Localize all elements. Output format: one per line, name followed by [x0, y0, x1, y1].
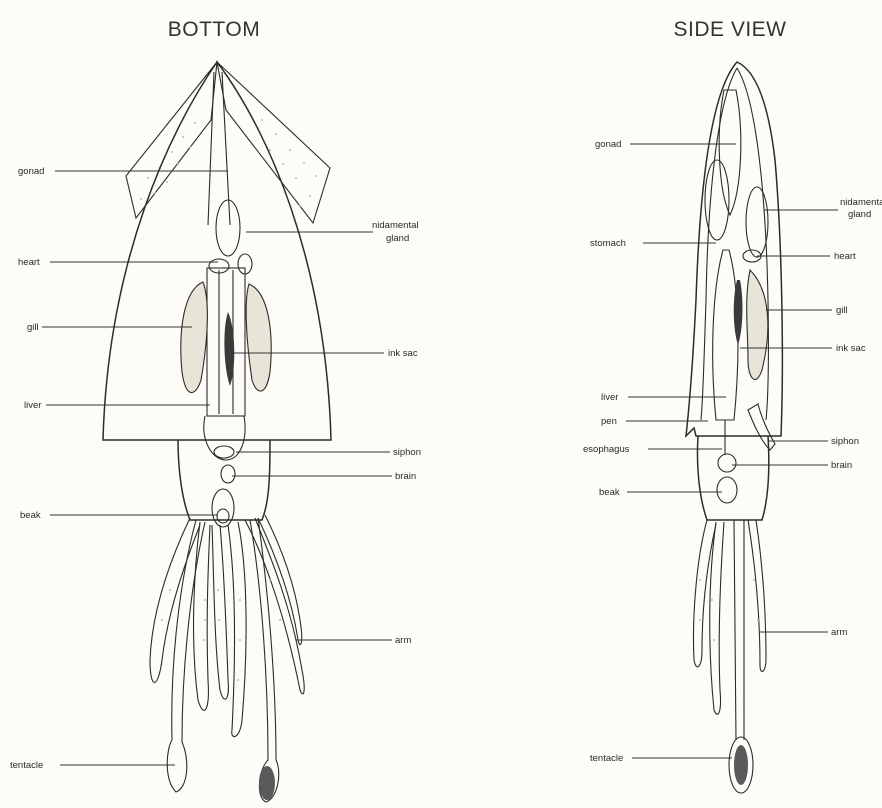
bottom-label-arm: arm	[395, 635, 411, 646]
side-view-leaders	[626, 144, 838, 758]
side-siphon	[748, 404, 775, 450]
bottom-mantle	[103, 62, 331, 440]
side-label-heart: heart	[834, 251, 856, 262]
bottom-siphon	[204, 416, 245, 460]
bottom-view-title: BOTTOM	[168, 18, 260, 41]
side-beak	[717, 477, 737, 503]
bottom-label-gill: gill	[27, 322, 39, 333]
side-label-gland: gland	[848, 209, 871, 220]
bottom-tentacle-club	[259, 766, 275, 800]
side-tentacle-stalk	[734, 520, 744, 740]
bottom-gill-right	[246, 284, 271, 391]
bottom-gill-left	[181, 282, 208, 393]
side-stomach	[705, 160, 729, 240]
bottom-nidamental-gland	[216, 200, 240, 256]
bottom-label-brain: brain	[395, 471, 416, 482]
bottom-view-squid	[103, 62, 331, 802]
bottom-label-beak: beak	[20, 510, 41, 521]
bottom-label-gonad: gonad	[18, 166, 44, 177]
side-ink-sac	[734, 280, 743, 345]
side-liver	[713, 250, 738, 420]
side-label-brain: brain	[831, 460, 852, 471]
side-label-liver: liver	[601, 392, 618, 403]
side-label-stomach: stomach	[590, 238, 626, 249]
bottom-label-ink-sac: ink sac	[388, 348, 418, 359]
side-label-gill: gill	[836, 305, 848, 316]
bottom-label-gland: gland	[386, 233, 409, 244]
side-gill	[747, 270, 768, 379]
bottom-label-heart: heart	[18, 257, 40, 268]
side-label-esophagus: esophagus	[583, 444, 630, 455]
bottom-label-tentacle: tentacle	[10, 760, 43, 771]
side-view-squid	[686, 62, 782, 793]
bottom-brain	[221, 465, 235, 483]
bottom-label-liver: liver	[24, 400, 41, 411]
side-label-arm: arm	[831, 627, 847, 638]
side-brain	[718, 454, 736, 472]
bottom-tentacle-right	[250, 518, 279, 802]
side-label-pen: pen	[601, 416, 617, 427]
bottom-tentacle-left	[167, 520, 205, 792]
side-label-tentacle: tentacle	[590, 753, 623, 764]
side-label-gonad: gonad	[595, 139, 621, 150]
bottom-beak	[212, 489, 234, 527]
side-view-title: SIDE VIEW	[673, 18, 786, 41]
bottom-label-siphon: siphon	[393, 447, 421, 458]
side-label-ink-sac: ink sac	[836, 343, 866, 354]
bottom-view-labels: gonad nidamental gland heart gill ink sa…	[10, 166, 421, 771]
side-label-siphon: siphon	[831, 436, 859, 447]
side-label-beak: beak	[599, 487, 620, 498]
side-label-nidamental: nidamental	[840, 197, 882, 208]
bottom-label-nidamental: nidamental	[372, 220, 418, 231]
bottom-view-leaders	[42, 171, 392, 765]
side-arm	[694, 520, 716, 667]
side-view-labels: gonad nidamental gland stomach heart gil…	[583, 139, 882, 764]
bottom-arm	[150, 518, 200, 683]
